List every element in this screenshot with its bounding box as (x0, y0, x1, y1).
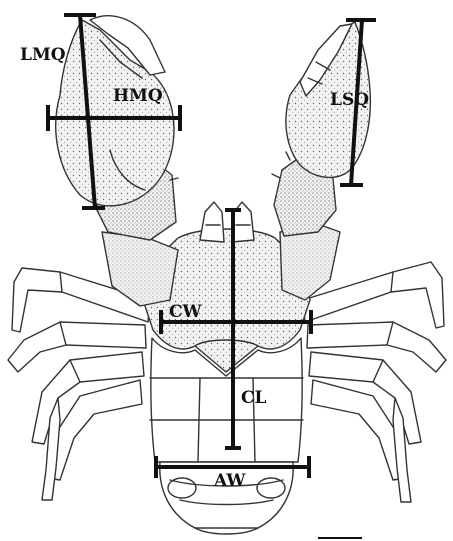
left-cheliped (56, 16, 178, 306)
right-cheliped (272, 22, 370, 300)
label-aw: AW (213, 471, 246, 491)
left-walking-legs (8, 268, 150, 500)
label-cw: CW (169, 302, 203, 322)
right-walking-legs (303, 262, 446, 502)
label-hmq: HMQ (113, 86, 163, 106)
label-lmq: LMQ (20, 45, 66, 65)
label-cl: CL (241, 388, 267, 408)
label-lsq: LSQ (330, 90, 369, 110)
